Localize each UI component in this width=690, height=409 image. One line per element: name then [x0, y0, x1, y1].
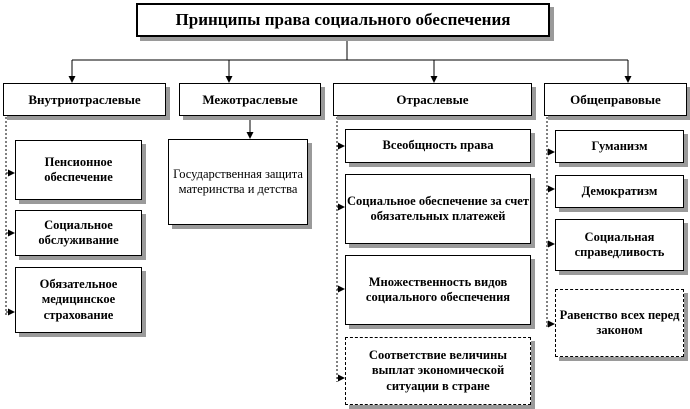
- item-medical-insurance: Обязательное медицинское страхование: [15, 267, 142, 333]
- item-multiplicity-of-types: Множественность видов социального обеспе…: [345, 255, 531, 325]
- item-pension-provision: Пенсионное обеспечение: [15, 140, 142, 200]
- item-democratism: Демократизм: [555, 175, 684, 208]
- item-social-services: Социальное обслуживание: [15, 210, 142, 256]
- item-mandatory-payments: Социальное обеспечение за счет обязатель…: [345, 174, 531, 244]
- category-general-legal: Общеправовые: [544, 83, 687, 116]
- item-universality-of-right: Всеобщность права: [345, 129, 531, 163]
- category-intrasectoral: Внутриотраслевые: [3, 83, 166, 116]
- category-intersectoral: Межотраслевые: [179, 83, 321, 116]
- diagram-title: Принципы права социального обеспечения: [136, 3, 550, 37]
- item-equality-before-law: Равенство всех перед законом: [555, 289, 684, 357]
- item-payments-economic-situation: Соответствие величины выплат экономическ…: [345, 337, 531, 405]
- item-humanism: Гуманизм: [555, 130, 684, 163]
- item-social-justice: Социальная справедливость: [555, 219, 684, 271]
- category-sectoral: Отраслевые: [333, 83, 532, 116]
- item-maternity-protection: Государственная защита материнства и дет…: [168, 139, 308, 225]
